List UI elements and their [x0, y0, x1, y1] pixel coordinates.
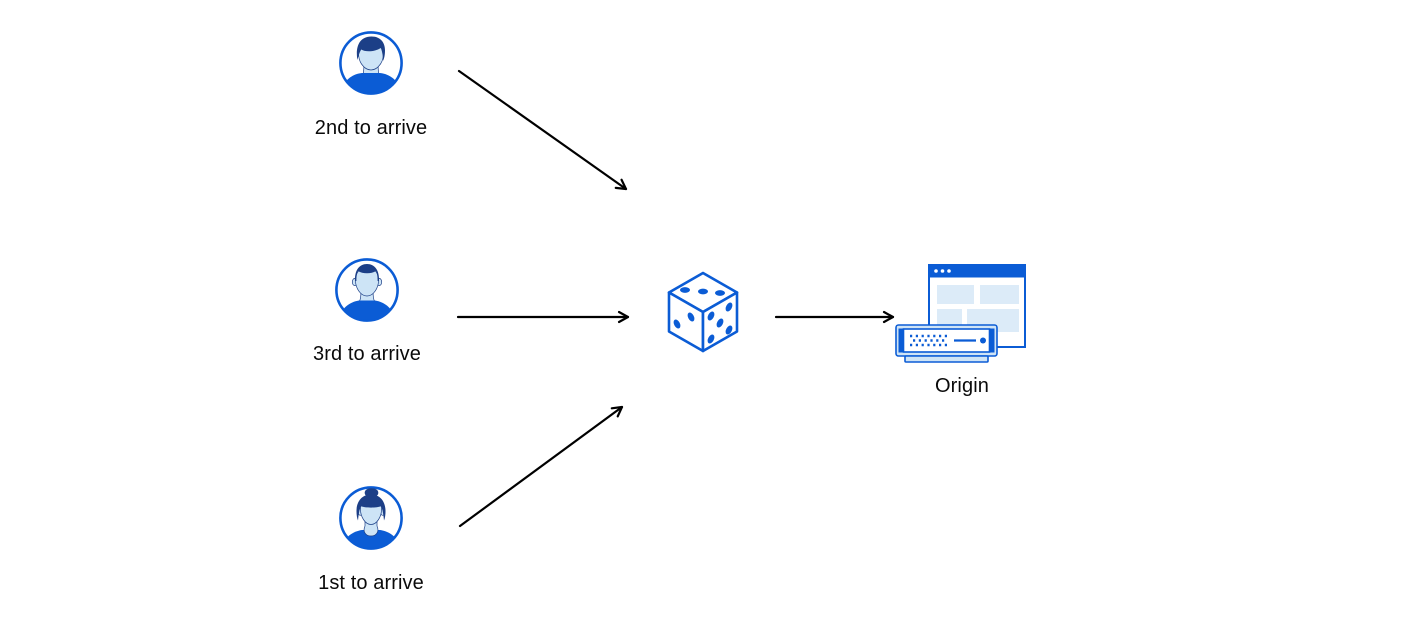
node-label-3rd: 3rd to arrive [312, 343, 421, 365]
node-user-2nd: 2nd to arrive [315, 30, 427, 139]
arrow-1st-user-to-dice [458, 405, 624, 528]
dice-pips [673, 287, 733, 344]
node-label-origin: Origin [935, 375, 989, 397]
server-power-light [980, 337, 986, 344]
arrow-2nd-user-to-dice [457, 69, 628, 191]
male-avatar-swept-hair-icon [339, 31, 403, 95]
node-user-1st: 1st to arrive [318, 485, 424, 594]
server-vent-dots [910, 334, 947, 347]
node-label-2nd: 2nd to arrive [314, 117, 428, 139]
node-user-3rd: 3rd to arrive [313, 257, 421, 365]
node-randomizer [666, 271, 740, 353]
server-base [904, 355, 989, 363]
server-icon [895, 324, 998, 363]
node-origin: Origin [894, 263, 1030, 397]
female-avatar-bun-icon [339, 486, 403, 550]
origin-browser-server-icon [895, 264, 1026, 363]
node-label-1st: 1st to arrive [318, 572, 424, 594]
male-avatar-short-hair-icon [335, 258, 399, 322]
dice-icon [667, 271, 739, 353]
